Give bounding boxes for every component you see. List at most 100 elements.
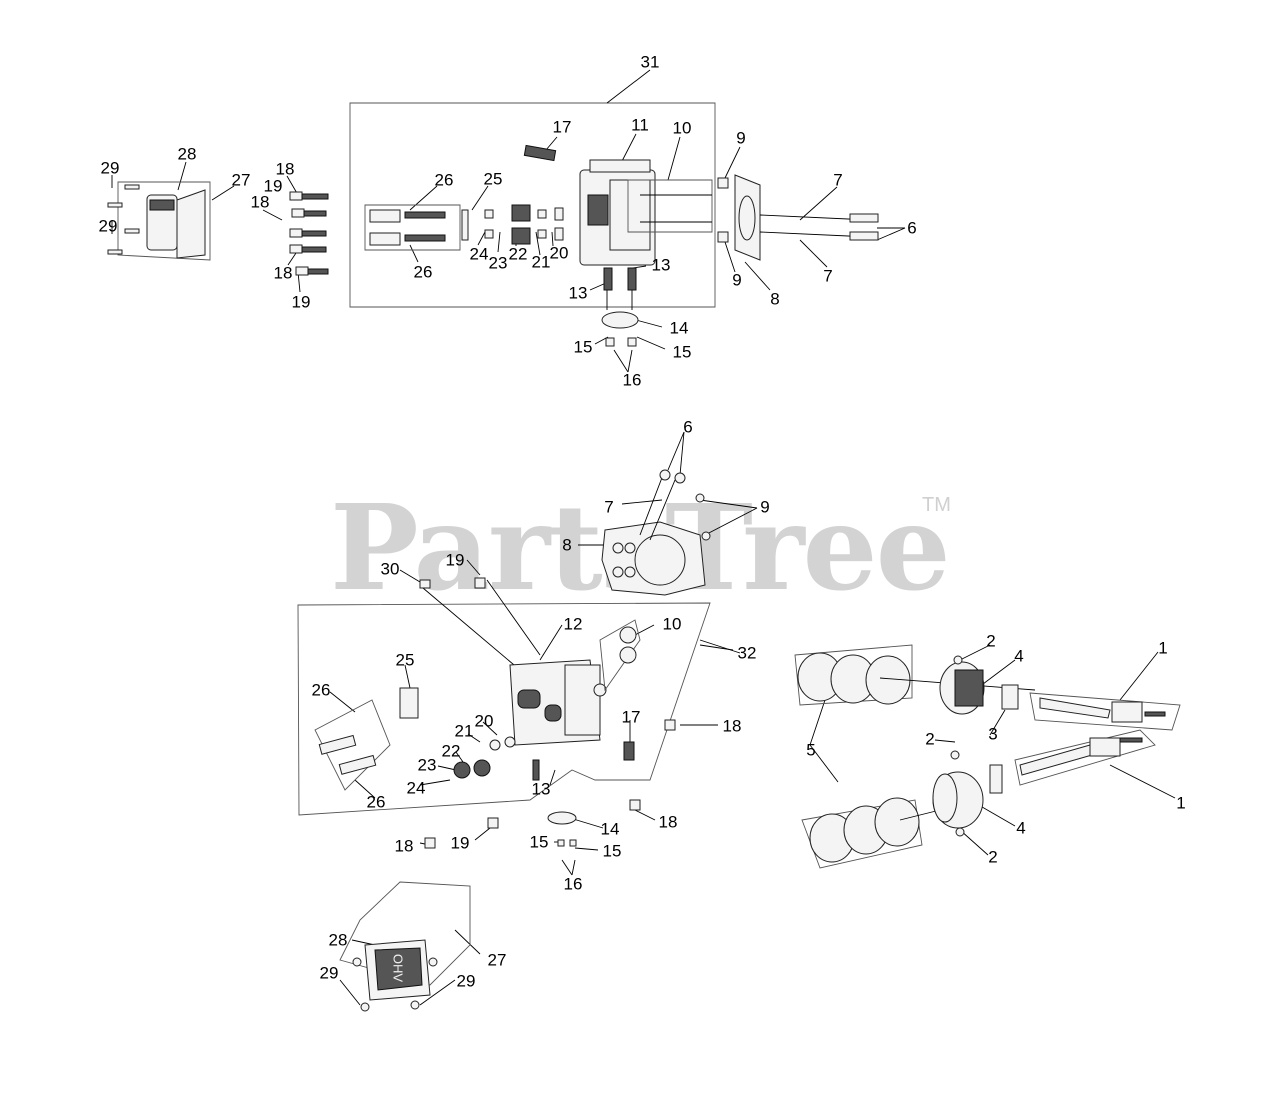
assembly-box-32 [297,602,711,816]
callout-5: 5 [806,740,816,760]
callout-7: 7 [833,170,843,190]
top-rocker-arms [364,204,469,251]
piston-pin-top [1001,684,1019,710]
callout-1: 1 [1158,638,1168,658]
callout-2: 2 [925,729,935,749]
circlip-top [953,655,963,665]
callout-19: 19 [263,176,283,196]
assembly-box-31 [349,102,716,308]
top-cylinder-head-assembly [107,69,906,373]
callout-15: 15 [672,342,692,362]
callout-25: 25 [483,169,503,189]
connecting-rod-bottom [1014,729,1156,786]
callout-16: 16 [622,370,642,390]
callout-28: 28 [328,930,348,950]
callout-29: 29 [100,158,120,178]
callout-19: 19 [291,292,311,312]
callout-29: 29 [456,971,476,991]
callout-14: 14 [600,819,620,839]
callout-3: 3 [988,724,998,744]
callout-2: 2 [986,631,996,651]
callout-18: 18 [394,836,414,856]
bottom-rocker-arms [314,687,419,791]
callout-14: 14 [669,318,689,338]
callout-23: 23 [417,755,437,775]
callout-23: 23 [488,253,508,273]
callout-8: 8 [562,535,572,555]
callout-18: 18 [658,812,678,832]
callout-26: 26 [311,680,331,700]
callout-19: 19 [450,833,470,853]
callout-7: 7 [823,266,833,286]
callout-18: 18 [275,159,295,179]
callout-32: 32 [737,643,757,663]
bottom-bolts [419,577,676,849]
top-cylinder-head [579,159,656,266]
callout-6: 6 [683,417,693,437]
callout-30: 30 [380,559,400,579]
callout-27: 27 [231,170,251,190]
callout-9: 9 [736,128,746,148]
callout-10: 10 [662,614,682,634]
top-push-rods [759,213,879,241]
bottom-exhaust-gasket [547,811,577,847]
piston-assembly [794,644,1181,869]
bottom-valve-springs [453,736,516,779]
callout-25: 25 [395,650,415,670]
callout-19: 19 [445,550,465,570]
callout-2: 2 [988,847,998,867]
callout-20: 20 [474,711,494,731]
callout-17: 17 [621,707,641,727]
bottom-cylinder-head-assembly [297,431,758,1012]
piston-pin-bottom [989,764,1003,794]
callout-9: 9 [760,497,770,517]
callout-28: 28 [177,144,197,164]
callout-27: 27 [487,950,507,970]
callout-29: 29 [319,963,339,983]
callout-6: 6 [907,218,917,238]
bottom-valves [599,619,641,692]
callout-22: 22 [441,741,461,761]
top-exhaust-studs [601,267,639,347]
callout-26: 26 [434,170,454,190]
callout-31: 31 [640,52,660,72]
callout-4: 4 [1014,646,1024,666]
bottom-head-gasket [601,521,706,596]
ring-set-box-top [794,644,913,706]
callout-16: 16 [563,874,583,894]
bottom-leader-lines [329,431,758,1006]
bottom-valve-cover [339,881,471,1012]
callout-15: 15 [602,841,622,861]
callout-24: 24 [469,244,489,264]
callout-17: 17 [552,117,572,137]
callout-26: 26 [413,262,433,282]
callout-12: 12 [563,614,583,634]
callout-9: 9 [732,270,742,290]
callout-29: 29 [98,216,118,236]
callout-7: 7 [604,497,614,517]
callout-13: 13 [568,283,588,303]
callout-4: 4 [1016,818,1026,838]
callout-20: 20 [549,243,569,263]
callout-11: 11 [631,115,649,135]
piston-top [939,661,985,715]
trademark-mark: TM [922,494,951,516]
callout-18: 18 [250,192,270,212]
callout-10: 10 [672,118,692,138]
top-valve-springs [484,204,564,245]
top-valves [627,179,713,233]
piston-leader-lines [809,644,1176,856]
bottom-spark-plug [623,741,635,761]
callout-18: 18 [722,716,742,736]
piston-bottom [932,771,984,829]
callout-15: 15 [529,832,549,852]
top-head-bolts [289,191,329,276]
valve-cover-lettering: OHV [390,953,406,983]
circlip-middle [950,750,960,760]
top-spark-plug [523,144,557,162]
callout-8: 8 [770,289,780,309]
callout-13: 13 [651,255,671,275]
bottom-cylinder-head [509,659,607,746]
circlip-bottom [955,827,965,837]
